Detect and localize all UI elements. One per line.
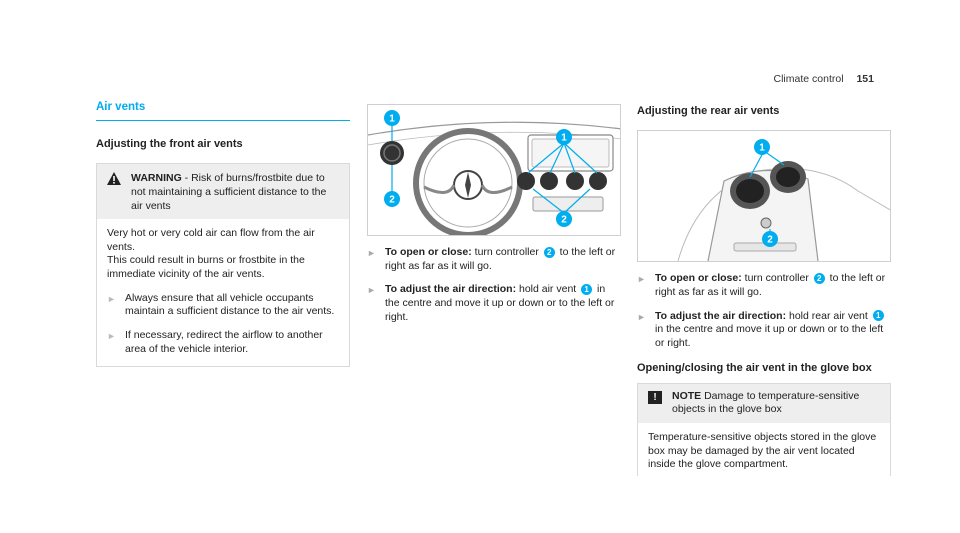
callout-number: 2	[813, 273, 825, 285]
arrow-bullet-icon: ►	[107, 331, 116, 341]
step-label: To adjust the air direction:	[385, 283, 517, 296]
step-text: To adjust the air direction: hold rear a…	[655, 310, 891, 351]
step-text: To adjust the air direction: hold air ve…	[385, 283, 621, 324]
rear-vents-illustration: 1 2	[637, 130, 891, 263]
callout-2-center: 2	[556, 211, 572, 227]
step-label: To open or close:	[655, 272, 742, 285]
page-number: 151	[856, 73, 874, 85]
callout-number: 1	[872, 310, 884, 322]
column-1: Air vents Adjusting the front air vents …	[96, 100, 350, 368]
step-text-pre: turn controller	[471, 246, 542, 258]
step-open-close-rear: ► To open or close: turn controller 2 to…	[637, 272, 891, 299]
bullet-text: Always ensure that all vehicle occupants…	[125, 291, 335, 318]
arrow-bullet-icon: ►	[637, 311, 646, 322]
page-header: Climate control 151	[774, 73, 874, 87]
section-name: Climate control	[773, 73, 844, 85]
svg-text:2: 2	[389, 195, 395, 206]
note-header: ! NOTE Damage to temperature-sensitive o…	[638, 383, 890, 424]
arrow-bullet-icon: ►	[367, 285, 376, 296]
svg-text:1: 1	[561, 133, 567, 144]
step-text-pre: turn controller	[741, 272, 812, 285]
step-text: To open or close: turn controller 2 to t…	[385, 246, 621, 273]
warning-label: WARNING	[131, 172, 182, 185]
svg-text:2: 2	[561, 215, 567, 226]
step-text-pre: hold rear air vent	[786, 309, 871, 322]
column-2: 1 2 1 2 ► To open or close: turn control…	[367, 104, 621, 324]
callout-2-rear: 2	[762, 231, 778, 248]
step-text-post: to the left or right as far as it will g…	[655, 272, 886, 298]
warning-text: WARNING - Risk of burns/frostbite due to…	[131, 172, 339, 213]
arrow-bullet-icon: ►	[637, 274, 646, 285]
note-description: Damage to temperature-sensitive objects …	[672, 389, 860, 416]
warning-box: WARNING - Risk of burns/frostbite due to…	[96, 163, 350, 368]
exclamation-icon: !	[648, 390, 662, 404]
warning-para-1: Very hot or very cold air can flow from …	[107, 227, 315, 253]
section-title: Air vents	[96, 100, 350, 121]
warning-para-2: This could result in burns or frostbite …	[107, 254, 305, 281]
bullet-text: If necessary, redirect the airflow to an…	[125, 329, 323, 355]
step-adjust-direction-rear: ► To adjust the air direction: hold rear…	[637, 310, 891, 351]
step-text-post: to the left or right as far as it will g…	[385, 246, 616, 272]
callout-1-left: 1	[384, 110, 400, 126]
column-3: Adjusting the rear air vents 1 2 ► To op…	[637, 100, 891, 476]
svg-text:1: 1	[759, 143, 765, 154]
svg-text:2: 2	[767, 235, 773, 246]
subheading-glove-box: Opening/closing the air vent in the glov…	[637, 361, 872, 374]
dashboard-drawing: 1 2 1 2	[368, 105, 620, 235]
note-label: NOTE	[672, 389, 702, 402]
warning-description: - Risk of burns/frostbite due to not mai…	[131, 172, 327, 212]
step-adjust-direction: ► To adjust the air direction: hold air …	[367, 283, 621, 324]
callout-number: 2	[543, 246, 555, 258]
warning-bullet-2: ► If necessary, redirect the airflow to …	[107, 329, 339, 356]
step-label: To adjust the air direction:	[655, 309, 787, 322]
warning-body: Very hot or very cold air can flow from …	[97, 219, 349, 366]
rear-console-drawing: 1 2	[638, 131, 890, 262]
arrow-bullet-icon: ►	[367, 248, 376, 258]
subheading-rear-vents: Adjusting the rear air vents	[637, 105, 780, 117]
front-dashboard-illustration: 1 2 1 2	[367, 104, 621, 236]
callout-2-left: 2	[384, 191, 400, 207]
note-text: NOTE Damage to temperature-sensitive obj…	[672, 390, 880, 417]
note-body: Temperature-sensitive objects stored in …	[648, 431, 877, 471]
warning-bullet-1: ► Always ensure that all vehicle occupan…	[107, 292, 339, 319]
front-vent-steps: ► To open or close: turn controller 2 to…	[367, 246, 621, 324]
step-label: To open or close:	[385, 246, 472, 258]
step-text-post: in the centre and move it up or down or …	[655, 323, 884, 349]
callout-number: 1	[581, 284, 593, 295]
arrow-bullet-icon: ►	[107, 293, 116, 304]
step-text-pre: hold air vent	[516, 283, 580, 296]
step-open-close: ► To open or close: turn controller 2 to…	[367, 246, 621, 273]
rear-vent-steps: ► To open or close: turn controller 2 to…	[637, 272, 891, 350]
callout-1-center: 1	[556, 129, 572, 145]
svg-text:1: 1	[389, 114, 395, 125]
warning-header: WARNING - Risk of burns/frostbite due to…	[97, 164, 349, 220]
callout-1-rear: 1	[754, 139, 770, 156]
warning-triangle-icon	[107, 172, 123, 190]
step-text-post: in the centre and move it up or down or …	[385, 283, 615, 323]
subheading-front-vents: Adjusting the front air vents	[96, 137, 243, 150]
note-box: ! NOTE Damage to temperature-sensitive o…	[637, 382, 891, 476]
step-text: To open or close: turn controller 2 to t…	[655, 272, 891, 299]
